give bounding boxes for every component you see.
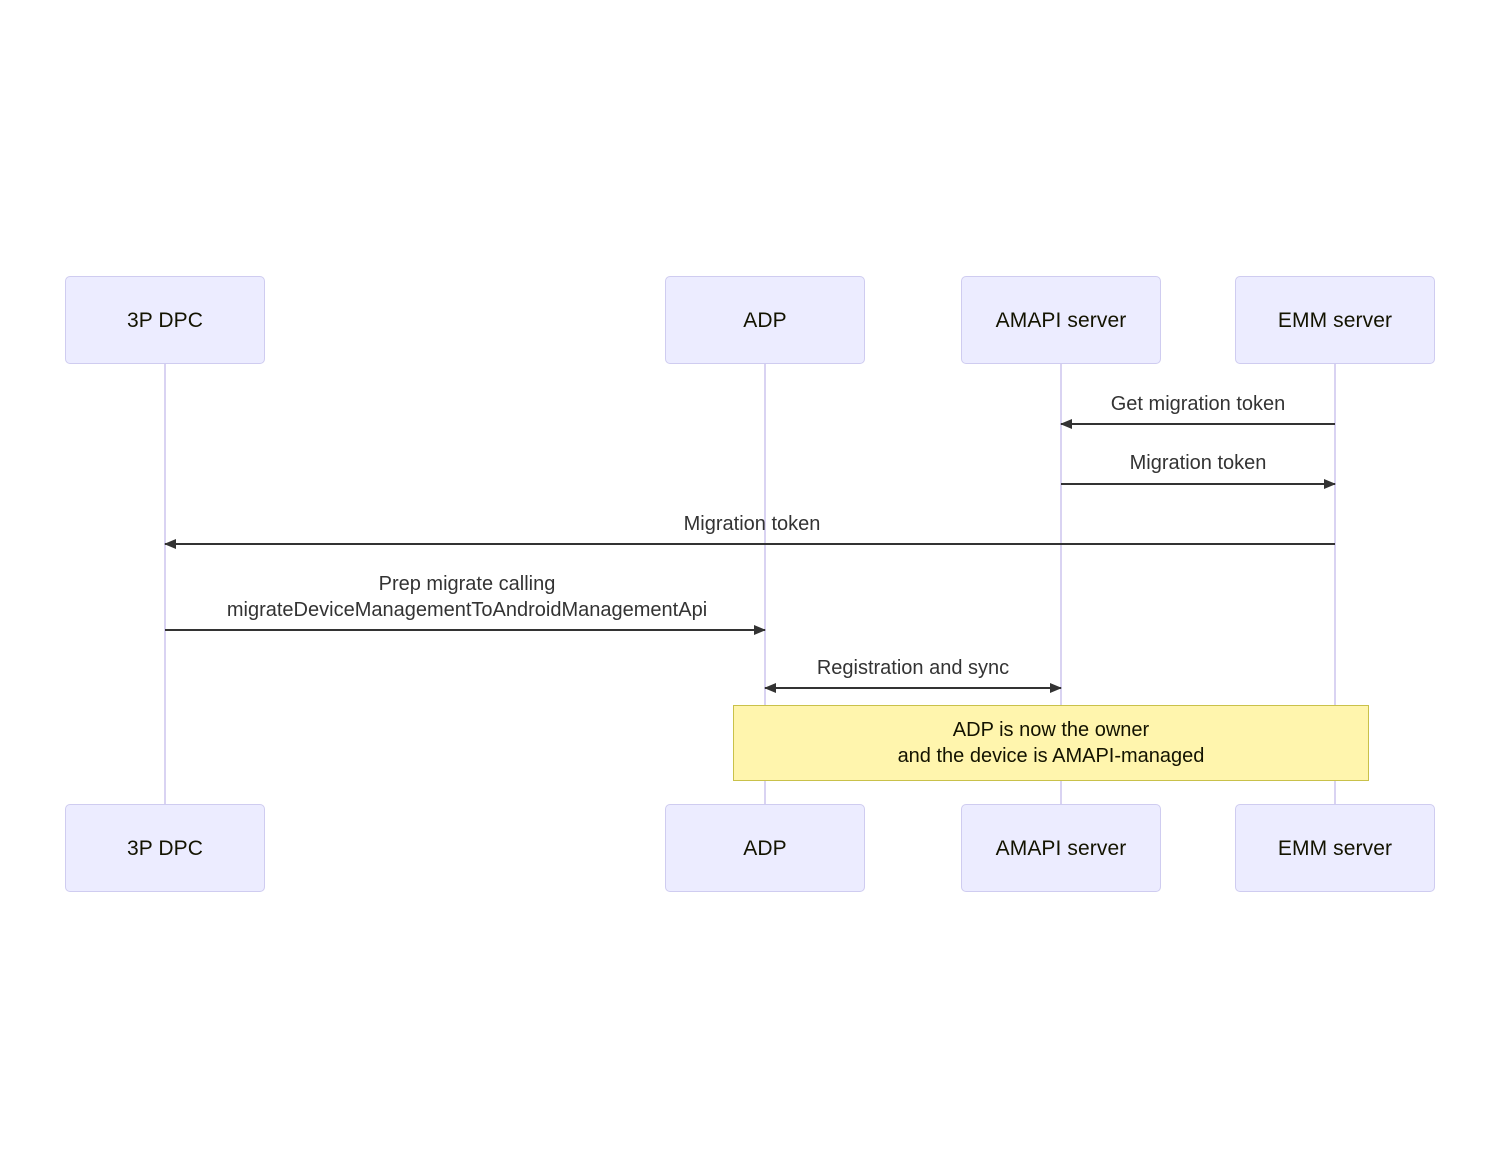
note-line-1: ADP is now the owner — [952, 718, 1150, 741]
participant-dpc-bottom[interactable]: 3P DPC — [65, 804, 265, 892]
participant-label: ADP — [743, 836, 787, 860]
participant-emm-top[interactable]: EMM server — [1235, 276, 1435, 364]
note-n1: ADP is now the owner and the device is AM… — [733, 705, 1369, 781]
participant-amapi-bottom[interactable]: AMAPI server — [961, 804, 1161, 892]
participant-adp-bottom[interactable]: ADP — [665, 804, 865, 892]
participant-label: EMM server — [1277, 308, 1393, 332]
participant-label: 3P DPC — [126, 308, 204, 332]
participant-label: 3P DPC — [126, 836, 204, 860]
note-text: ADP is now the owner and the device is AM… — [898, 717, 1205, 770]
participant-amapi-top[interactable]: AMAPI server — [961, 276, 1161, 364]
participant-label: AMAPI server — [995, 308, 1127, 332]
note-line-2: and the device is AMAPI-managed — [897, 745, 1205, 767]
participant-label: AMAPI server — [995, 836, 1127, 860]
participant-adp-top[interactable]: ADP — [665, 276, 865, 364]
participant-dpc-top[interactable]: 3P DPC — [65, 276, 265, 364]
message-arrows-group — [164, 419, 1336, 693]
participant-label: ADP — [743, 308, 787, 332]
participant-label: EMM server — [1277, 836, 1393, 860]
participant-emm-bottom[interactable]: EMM server — [1235, 804, 1435, 892]
